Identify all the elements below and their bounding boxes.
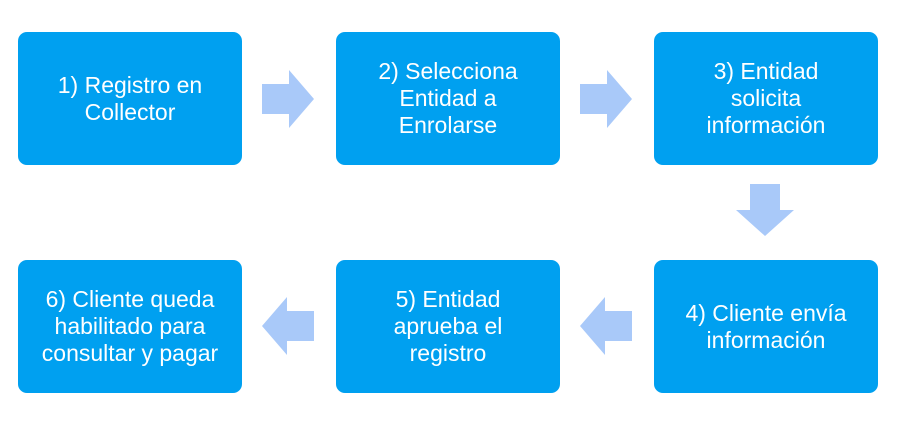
step-5-label: 5) Entidad aprueba el registro [393, 286, 503, 366]
step-3-box: 3) Entidad solicita información [654, 32, 878, 165]
step-5-box: 5) Entidad aprueba el registro [336, 260, 560, 393]
step-2-label: 2) Selecciona Entidad a Enrolarse [378, 58, 518, 138]
step-1-label: 1) Registro en Collector [57, 71, 203, 125]
arrow-right-icon [580, 70, 632, 128]
step-1-box: 1) Registro en Collector [18, 32, 242, 165]
step-4-label: 4) Cliente envía información [685, 299, 847, 353]
arrow-right-icon [262, 70, 314, 128]
arrow-left-icon [580, 297, 632, 355]
arrow-down-icon [736, 184, 794, 236]
step-6-box: 6) Cliente queda habilitado para consult… [18, 260, 242, 393]
step-2-box: 2) Selecciona Entidad a Enrolarse [336, 32, 560, 165]
step-4-box: 4) Cliente envía información [654, 260, 878, 393]
arrow-left-icon [262, 297, 314, 355]
step-3-label: 3) Entidad solicita información [706, 58, 826, 138]
step-6-label: 6) Cliente queda habilitado para consult… [41, 286, 219, 366]
